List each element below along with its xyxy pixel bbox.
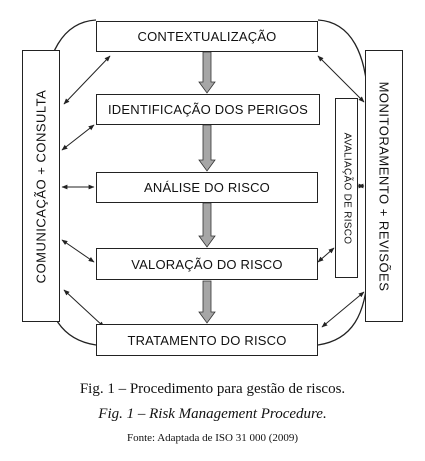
bracket-avaliacao-risco: AVALIAÇÃO DE RISCO: [335, 98, 358, 278]
flow-arrow-3: [198, 202, 216, 248]
step-tratamento-label: TRATAMENTO DO RISCO: [127, 332, 287, 348]
step-analise-risco: ANÁLISE DO RISCO: [96, 172, 318, 203]
side-comunicacao-consulta: COMUNICAÇÃO + CONSULTA: [22, 50, 60, 322]
left-arrow-4: [61, 239, 95, 263]
step-identificacao-label: IDENTIFICAÇÃO DOS PERIGOS: [107, 102, 309, 117]
step-tratamento-risco: TRATAMENTO DO RISCO: [96, 324, 318, 356]
flow-arrow-1: [198, 51, 216, 94]
step-identificacao-perigos: IDENTIFICAÇÃO DOS PERIGOS: [96, 94, 320, 125]
left-arrow-5: [63, 289, 105, 328]
flow-arrow-2: [198, 124, 216, 172]
step-analise-label: ANÁLISE DO RISCO: [143, 180, 270, 195]
side-right-label: MONITORAMENTO + REVISÕES: [376, 81, 392, 291]
right-arrow-4: [321, 291, 365, 328]
right-connectors: [317, 55, 365, 328]
left-arrow-2: [61, 124, 95, 151]
flow-arrow-4: [198, 280, 216, 324]
right-arrow-1: [317, 55, 365, 103]
left-connectors: [61, 55, 111, 328]
left-arrow-1: [63, 55, 111, 105]
caption-en: Fig. 1 – Risk Management Procedure.: [98, 406, 327, 422]
step-contextualizacao: CONTEXTUALIZAÇÃO: [96, 21, 318, 52]
caption-source: Fonte: Adaptada de ISO 31 000 (2009): [126, 432, 299, 444]
bracket-label: AVALIAÇÃO DE RISCO: [341, 132, 353, 244]
step-contextualizacao-label: CONTEXTUALIZAÇÃO: [137, 29, 277, 44]
step-valoracao-label: VALORAÇÃO DO RISCO: [131, 256, 283, 272]
side-monitoramento-revisoes: MONITORAMENTO + REVISÕES: [365, 50, 403, 322]
step-valoracao-risco: VALORAÇÃO DO RISCO: [96, 248, 318, 280]
flow-arrows: [198, 51, 216, 324]
right-arrow-3: [317, 247, 335, 263]
side-left-label: COMUNICAÇÃO + CONSULTA: [33, 89, 49, 283]
diagram-connectors: [43, 19, 369, 346]
caption-pt: Fig. 1 – Procedimento para gestão de ris…: [79, 381, 346, 397]
